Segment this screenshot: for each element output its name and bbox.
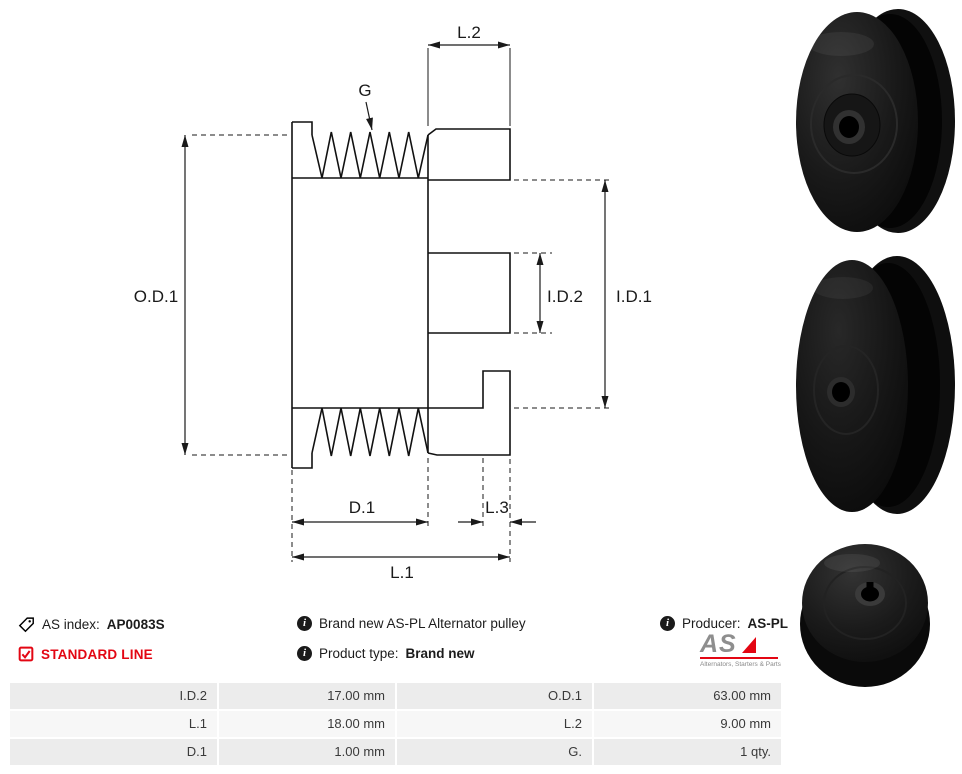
specs-table: I.D.2 17.00 mm O.D.1 63.00 mm L.1 18.00 … (10, 683, 781, 765)
standard-line-row: STANDARD LINE (18, 646, 153, 662)
spec-label: L.2 (397, 711, 592, 737)
producer-value: AS-PL (747, 616, 789, 631)
info-icon: i (297, 646, 312, 661)
spec-label: I.D.2 (10, 683, 217, 709)
technical-drawing: L.2 G O.D.1 I.D.2 I.D.1 D.1 L.3 L.1 (134, 23, 652, 582)
spec-value: 18.00 mm (219, 711, 395, 737)
as-index-value: AP0083S (106, 617, 165, 632)
product-photo-top (796, 9, 955, 233)
product-type-label: Product type: (319, 646, 399, 661)
tag-icon (18, 617, 34, 633)
product-type-row: i Product type: Brand new (297, 646, 475, 661)
dim-label-id1: I.D.1 (616, 287, 652, 306)
spec-value: 17.00 mm (219, 683, 395, 709)
product-photo-bottom (800, 544, 930, 687)
dim-label-l1: L.1 (390, 563, 414, 582)
as-index-row: AS index: AP0083S (18, 616, 165, 633)
description-text: Brand new AS-PL Alternator pulley (319, 616, 526, 631)
info-icon: i (660, 616, 675, 631)
producer-row: i Producer: AS-PL (660, 616, 788, 631)
as-pl-logo: AS Alternators, Starters & Parts (700, 630, 781, 669)
product-type-value: Brand new (405, 646, 475, 661)
dim-label-l2: L.2 (457, 23, 481, 42)
spec-label: G. (397, 739, 592, 765)
spec-label: D.1 (10, 739, 217, 765)
pulley-cross-section (291, 121, 511, 469)
product-photo-middle (796, 256, 955, 514)
spec-value: 63.00 mm (594, 683, 781, 709)
spec-value: 9.00 mm (594, 711, 781, 737)
producer-label: Producer: (682, 616, 741, 631)
dim-label-d1: D.1 (349, 498, 375, 517)
logo-divider (700, 657, 778, 660)
logo-red-triangle-icon (741, 637, 756, 654)
dimension-lines (181, 41, 609, 561)
logo-text: AS (700, 630, 737, 658)
description-row: i Brand new AS-PL Alternator pulley (297, 616, 526, 631)
as-index-label: AS index: (42, 617, 100, 632)
spec-value: 1.00 mm (219, 739, 395, 765)
extension-lines (192, 48, 612, 562)
spec-label: L.1 (10, 711, 217, 737)
dim-label-g: G (358, 81, 371, 100)
dim-label-id2: I.D.2 (547, 287, 583, 306)
info-icon: i (297, 616, 312, 631)
checkbox-checked-icon (18, 646, 34, 662)
spec-value: 1 qty. (594, 739, 781, 765)
logo-tagline: Alternators, Starters & Parts (700, 661, 781, 669)
dim-label-od1: O.D.1 (134, 287, 178, 306)
dim-label-l3: L.3 (485, 498, 509, 517)
standard-line-label: STANDARD LINE (41, 646, 153, 662)
spec-label: O.D.1 (397, 683, 592, 709)
